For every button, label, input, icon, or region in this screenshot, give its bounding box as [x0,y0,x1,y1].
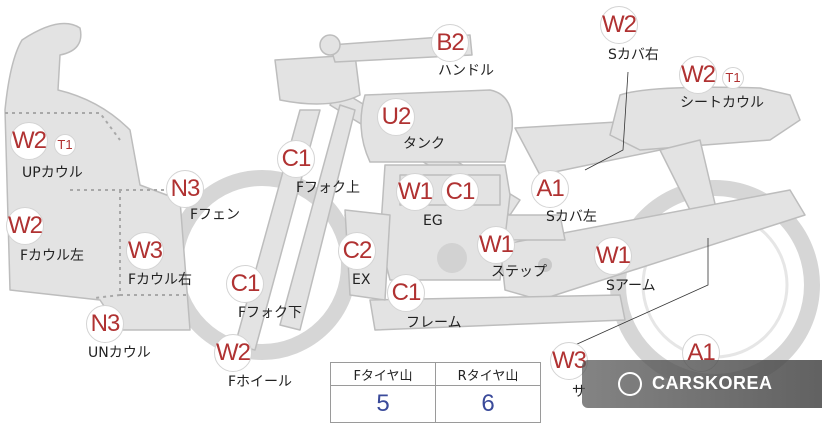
front-cowl-left-label: Fカウル左 [20,248,85,264]
tire-tread-table: Fタイヤ山 Rタイヤ山 5 6 [330,362,541,423]
swing-arm-label: Sアーム [606,278,656,294]
carskorea-logo-icon [618,372,642,396]
rear-lower-damage-code: W3 [550,342,588,380]
front-wheel-label: Fホイール [228,374,293,390]
step-damage-code: W1 [477,226,515,264]
side-cover-right-damage-code: W2 [600,6,638,44]
engine-label: EG [423,213,443,229]
seat-cowl-damage-code: W2 [679,56,717,94]
frame-damage-code: C1 [387,274,425,312]
watermark-text: CARSKOREA [652,373,773,393]
up-cowl-damage-code: W2 [10,122,48,160]
tank-label: タンク [403,136,445,152]
tank-damage-code: U2 [377,98,415,136]
frame-label: フレーム [406,315,462,331]
under-cowl-label: UNカウル [88,345,151,361]
front-tire-value: 5 [330,385,436,423]
engine-secondary-damage-code: C1 [441,173,479,211]
front-fork-lower-damage-code: C1 [226,265,264,303]
front-fork-upper-damage-code: C1 [277,140,315,178]
up-cowl-secondary-code: T1 [54,134,76,156]
engine-damage-code: W1 [396,173,434,211]
exhaust-label: EX [352,272,371,288]
handlebar-damage-code: B2 [431,24,469,62]
side-cover-left-label: Sカバ左 [546,209,597,225]
handlebar-label: ハンドル [438,63,494,79]
front-cowl-right-damage-code: W3 [126,232,164,270]
side-cover-right-label: Sカバ右 [608,47,659,63]
front-cowl-left-damage-code: W2 [6,207,44,245]
front-fork-lower-label: Fフォク下 [238,305,303,321]
seat-cowl-label: シートカウル [680,95,764,111]
front-fender-damage-code: N3 [166,170,204,208]
front-wheel-damage-code: W2 [214,334,252,372]
front-tire-header: Fタイヤ山 [330,362,436,386]
rear-tire-header: Rタイヤ山 [435,362,541,386]
exhaust-damage-code: C2 [338,232,376,270]
side-cover-left-damage-code: A1 [531,170,569,208]
front-cowl-right-label: Fカウル右 [128,272,193,288]
swing-arm-damage-code: W1 [594,237,632,275]
under-cowl-damage-code: N3 [86,305,124,343]
step-label: ステップ [491,264,547,280]
seat-cowl-secondary-code: T1 [722,67,744,89]
rear-tire-value: 6 [435,385,541,423]
carskorea-watermark: CARSKOREA [582,360,822,408]
front-fender-label: Fフェン [190,207,241,223]
up-cowl-label: UPカウル [22,165,83,181]
front-fork-upper-label: Fフォク上 [296,180,361,196]
